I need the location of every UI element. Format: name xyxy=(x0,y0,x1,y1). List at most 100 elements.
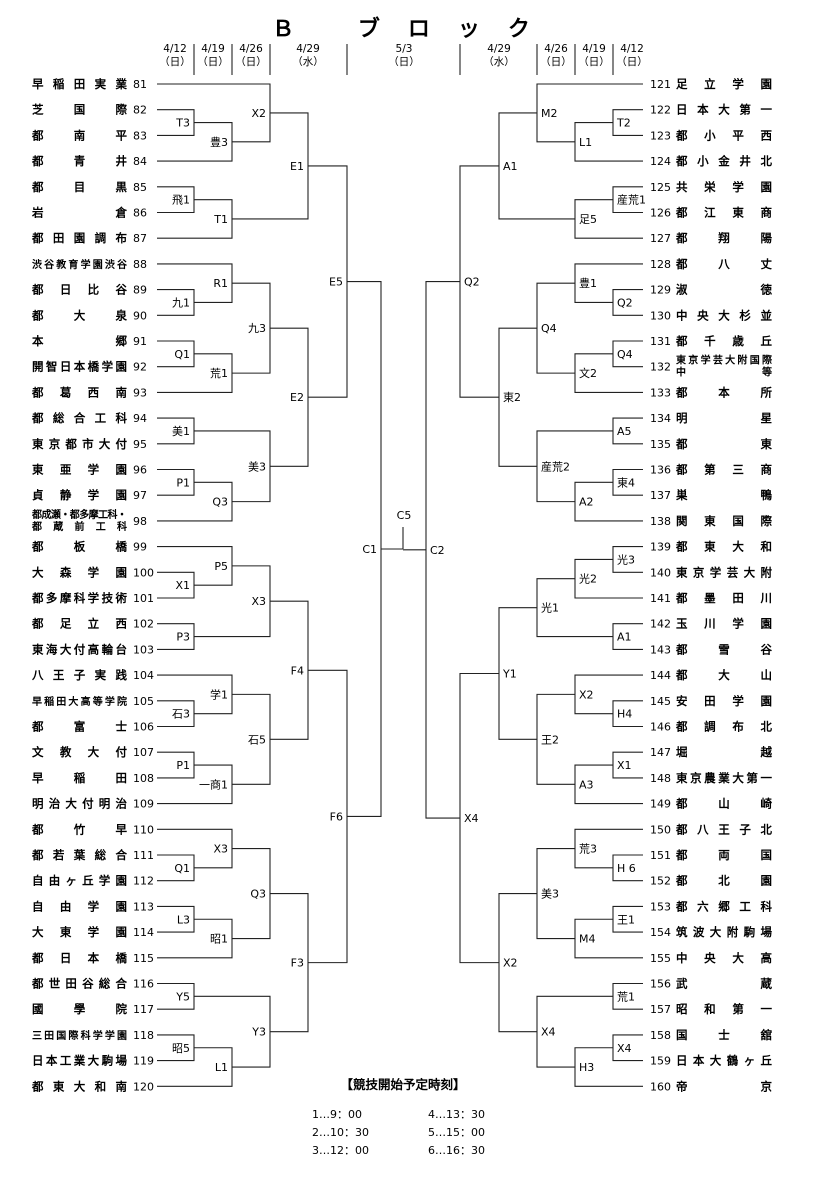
team-name: 中央大杉並 xyxy=(676,308,773,322)
date-left-r3: 4/26 xyxy=(239,43,263,55)
team-name: 大森学園 xyxy=(32,565,127,579)
team-number: 150 xyxy=(650,823,671,836)
team-name: 都翔陽 xyxy=(675,231,773,245)
team-name: 渋谷教育学園渋谷 xyxy=(32,258,128,271)
match-code: F3 xyxy=(291,957,304,970)
team-number: 95 xyxy=(133,438,147,451)
match-code: X2 xyxy=(251,107,266,120)
match-code: 足5 xyxy=(579,213,597,226)
team-name: 八王子実践 xyxy=(31,668,128,682)
team-number: 94 xyxy=(133,412,147,425)
team-name: 都調布北 xyxy=(675,720,773,734)
team-name: 都青井 xyxy=(31,154,128,168)
bracket-lines xyxy=(157,83,643,1087)
team-number: 129 xyxy=(650,284,671,297)
match-code: 九3 xyxy=(248,322,266,335)
day-left-r4: （水） xyxy=(292,56,324,68)
team-number: 89 xyxy=(133,284,147,297)
team-entry: 早稲田実業 81 xyxy=(32,77,147,91)
team-name: 武蔵 xyxy=(676,977,773,991)
team-name: 都田園調布 xyxy=(31,231,128,245)
team-name: 帝京 xyxy=(676,1079,773,1093)
team-name: 本郷 xyxy=(32,334,128,348)
team-number: 87 xyxy=(133,232,147,245)
match-code: 九1 xyxy=(172,296,190,309)
match-code: 豊1 xyxy=(579,277,597,290)
match-code: H4 xyxy=(617,708,632,721)
match-code: P3 xyxy=(176,631,190,644)
team-number: 100 xyxy=(133,566,154,579)
team-entry: 大森学園 100 xyxy=(32,565,154,579)
team-number: 111 xyxy=(133,849,154,862)
date-right-r1: 4/12 xyxy=(620,43,644,55)
team-number: 114 xyxy=(133,926,154,939)
team-name: 都東大和南 xyxy=(31,1079,128,1093)
team-name: 淑徳 xyxy=(676,283,773,297)
match-code: R1 xyxy=(213,277,228,290)
match-code: F4 xyxy=(291,664,304,677)
match-code: Q1 xyxy=(174,348,190,361)
match-code: Q4 xyxy=(617,348,633,361)
team-number: 81 xyxy=(133,78,147,91)
team-name: 東亜学園 xyxy=(32,463,127,477)
team-name: 國學院 xyxy=(32,1002,128,1016)
team-number: 154 xyxy=(650,926,671,939)
match-code: Q3 xyxy=(212,496,228,509)
team-number: 93 xyxy=(133,386,147,399)
team-number: 84 xyxy=(133,155,147,168)
team-number: 128 xyxy=(650,258,671,271)
team-number: 99 xyxy=(133,541,147,554)
match-code: P1 xyxy=(176,476,190,489)
team-number: 119 xyxy=(133,1055,154,1068)
team-number: 155 xyxy=(650,952,671,965)
match-code: 美1 xyxy=(172,425,190,438)
day-left-r2: （日） xyxy=(197,56,229,68)
match-code: A5 xyxy=(617,425,632,438)
team-number: 140 xyxy=(650,566,671,579)
team-number: 105 xyxy=(133,695,154,708)
match-code: 昭5 xyxy=(172,1042,190,1055)
team-number: 107 xyxy=(133,746,154,759)
date-center: 5/3 xyxy=(396,43,413,55)
match-code: A3 xyxy=(579,778,594,791)
team-name: 堀越 xyxy=(676,745,773,759)
team-number: 148 xyxy=(650,772,671,785)
schedule-item: 4…13：30 xyxy=(428,1108,485,1121)
match-code: F6 xyxy=(330,810,343,823)
match-code: C2 xyxy=(430,544,445,557)
team-number: 85 xyxy=(133,181,147,194)
team-number: 112 xyxy=(133,875,154,888)
team-number: 135 xyxy=(650,438,671,451)
date-left-r1: 4/12 xyxy=(163,43,187,55)
team-name: 関東国際 xyxy=(676,514,773,528)
schedule-item: 2…10：30 xyxy=(312,1126,369,1139)
team-number: 145 xyxy=(650,695,671,708)
match-code: 産荒1 xyxy=(617,194,646,207)
team-number: 106 xyxy=(133,721,154,734)
team-name: 中 等 xyxy=(676,366,772,379)
team-name: 早稲田実業 xyxy=(32,77,128,91)
match-code: C1 xyxy=(362,543,377,556)
match-code: X3 xyxy=(213,843,228,856)
